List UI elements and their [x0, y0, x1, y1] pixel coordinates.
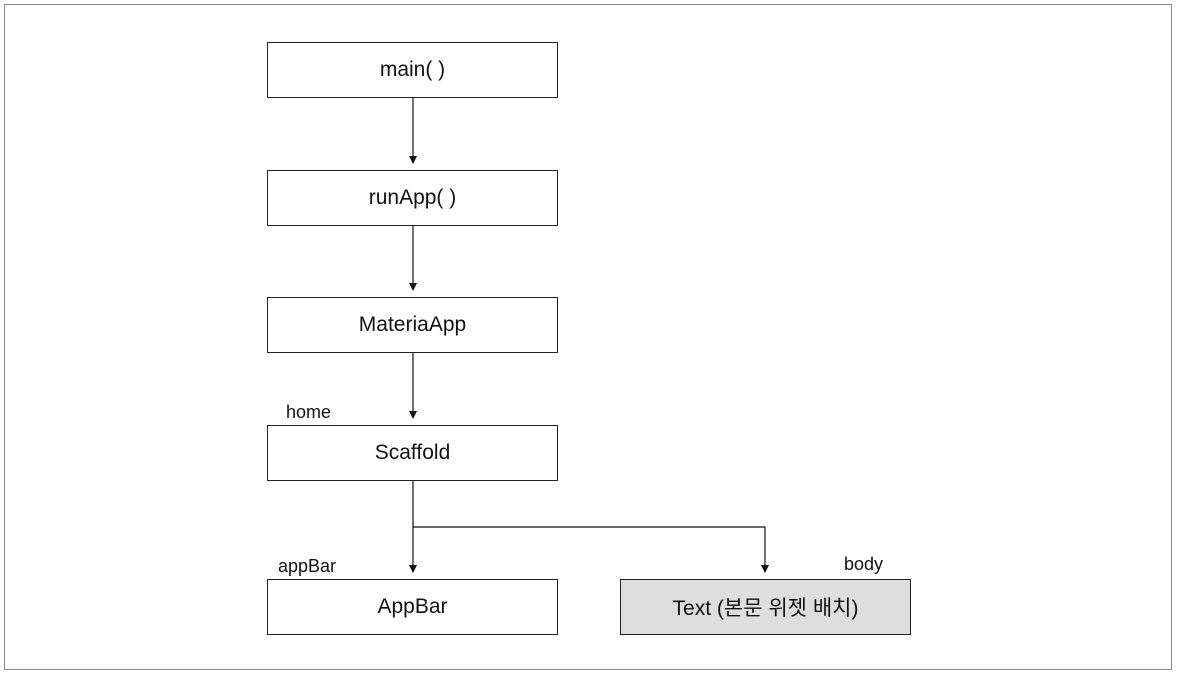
node-runapp: runApp( )	[267, 170, 558, 226]
node-main: main( )	[267, 42, 558, 98]
edge-label-body: body	[844, 554, 884, 574]
edge-label-appbar: appBar	[278, 556, 337, 576]
node-appbar: AppBar	[267, 579, 558, 635]
node-runapp-label: runApp( )	[368, 186, 457, 209]
edge-label-home: home	[286, 402, 332, 422]
node-materiaapp: MateriaApp	[267, 297, 558, 353]
node-scaffold-label: Scaffold	[374, 441, 451, 464]
edge-scaffold-text	[413, 526, 769, 573]
node-appbar-label: AppBar	[377, 595, 448, 618]
node-text-label: Text (본문 위젯 배치)	[672, 597, 859, 620]
node-scaffold: Scaffold	[267, 425, 558, 481]
diagram-frame	[4, 4, 1172, 670]
node-text: Text (본문 위젯 배치)	[620, 579, 911, 635]
node-materiaapp-label: MateriaApp	[358, 313, 467, 336]
node-main-label: main( )	[379, 58, 446, 81]
